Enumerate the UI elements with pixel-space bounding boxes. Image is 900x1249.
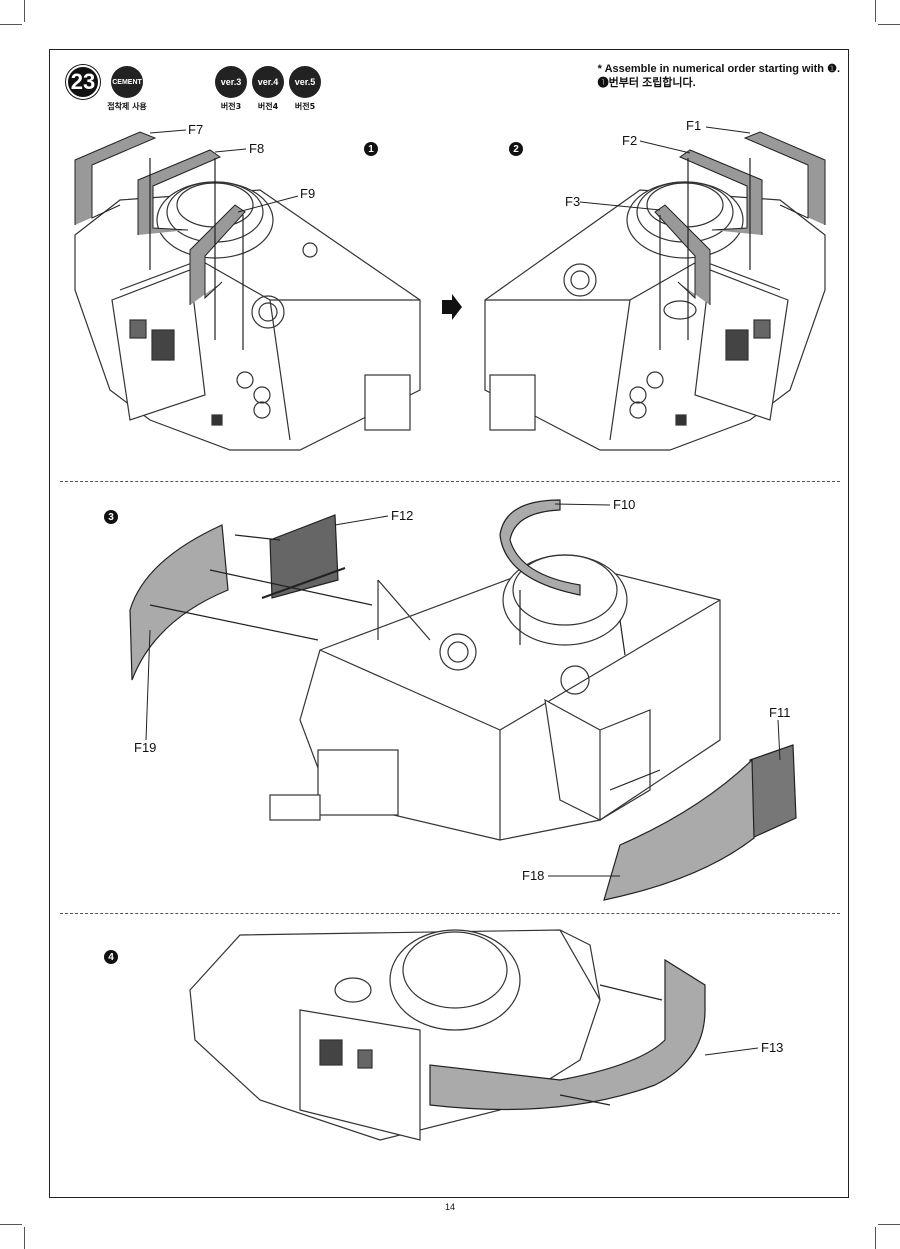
- section-divider: [60, 913, 840, 914]
- version-4-caption: 버전4: [257, 102, 279, 111]
- part-f13-drawing: [429, 958, 706, 1111]
- substep-1-badge: 1: [364, 142, 378, 156]
- crop-mark: [0, 1224, 22, 1225]
- part-label-f19: F19: [134, 740, 157, 755]
- part-label-f18: F18: [522, 868, 545, 883]
- part-label-f7: F7: [188, 122, 204, 137]
- version-4-icon: ver.4: [252, 66, 284, 98]
- version-5-icon: ver.5: [289, 66, 321, 98]
- crop-mark: [24, 1227, 25, 1249]
- substep-2-badge: 2: [509, 142, 523, 156]
- assembly-note-ko: ❶번부터 조립합니다.: [597, 77, 696, 89]
- version-5-caption: 버전5: [294, 102, 316, 111]
- crop-mark: [875, 0, 876, 22]
- version-3-icon: ver.3: [215, 66, 247, 98]
- section-divider: [60, 481, 840, 482]
- part-f10-drawing: [499, 499, 581, 596]
- cement-caption: 접착제 사용: [107, 102, 147, 111]
- hull-drawing-1: [74, 181, 421, 451]
- cement-icon: CEMENT: [111, 66, 143, 98]
- crop-mark: [878, 24, 900, 25]
- part-label-f3: F3: [565, 194, 581, 209]
- part-f19-drawing: [129, 524, 229, 681]
- hull-drawing-2: [484, 181, 826, 451]
- part-f1-drawing: [743, 131, 826, 225]
- part-f7-drawing: [74, 131, 157, 225]
- assembly-note-en: * Assemble in numerical order starting w…: [597, 63, 840, 75]
- part-label-f2: F2: [622, 133, 638, 148]
- part-label-f9: F9: [300, 186, 316, 201]
- arrow-right-icon: [442, 294, 462, 320]
- page-number: 14: [444, 1202, 455, 1212]
- part-label-f12: F12: [391, 508, 414, 523]
- part-f8-drawing: [137, 149, 222, 235]
- step-number: 23: [66, 65, 100, 99]
- part-f3-drawing: [654, 204, 711, 305]
- version-3-caption: 버전3: [220, 102, 242, 111]
- part-f18-drawing: [603, 758, 755, 901]
- part-label-f10: F10: [613, 497, 636, 512]
- part-label-f11: F11: [769, 705, 791, 720]
- page-frame: [49, 49, 849, 1198]
- assembly-note: * Assemble in numerical order starting w…: [598, 62, 840, 90]
- step-number-badge: 23: [65, 64, 101, 100]
- crop-mark: [0, 24, 22, 25]
- part-f12-drawing: [261, 514, 346, 599]
- crop-mark: [24, 0, 25, 22]
- substep-4-badge: 4: [104, 950, 118, 964]
- substep-3-badge: 3: [104, 510, 118, 524]
- part-f9-drawing: [189, 204, 246, 305]
- part-label-f8: F8: [249, 141, 265, 156]
- part-label-f1: F1: [686, 118, 702, 133]
- crop-mark: [878, 1224, 900, 1225]
- part-label-f13: F13: [761, 1040, 784, 1055]
- crop-mark: [875, 1227, 876, 1249]
- part-f11-drawing: [749, 744, 797, 839]
